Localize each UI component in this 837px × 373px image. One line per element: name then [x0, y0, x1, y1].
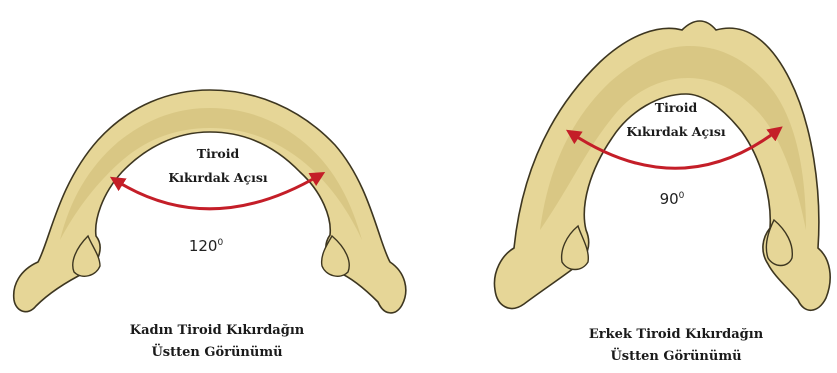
female-angle-value-group: 1200: [189, 237, 224, 255]
male-angle-label-line1: Tiroid: [655, 100, 698, 115]
female-angle-label-line1: Tiroid: [197, 146, 240, 161]
female-degree-mark: 0: [217, 238, 223, 248]
male-caption-line2: Üstten Görünümü: [540, 346, 812, 368]
female-caption-line1: Kadın Tiroid Kıkırdağın: [82, 320, 352, 342]
male-angle-value: 90: [660, 190, 679, 208]
male-angle-value-group: 900: [660, 190, 685, 208]
male-thyroid-cartilage: Tiroid Kıkırdak Açısı 900: [494, 21, 830, 310]
male-degree-mark: 0: [679, 191, 685, 201]
female-caption-line2: Üstten Görünümü: [82, 342, 352, 364]
male-caption: Erkek Tiroid Kıkırdağın Üstten Görünümü: [540, 324, 812, 368]
female-caption: Kadın Tiroid Kıkırdağın Üstten Görünümü: [82, 320, 352, 364]
female-angle-label-line2: Kıkırdak Açısı: [168, 170, 268, 185]
male-caption-line1: Erkek Tiroid Kıkırdağın: [540, 324, 812, 346]
male-angle-label-line2: Kıkırdak Açısı: [626, 124, 726, 139]
female-thyroid-cartilage: Tiroid Kıkırdak Açısı 1200: [14, 90, 406, 313]
female-angle-value: 120: [189, 237, 218, 255]
